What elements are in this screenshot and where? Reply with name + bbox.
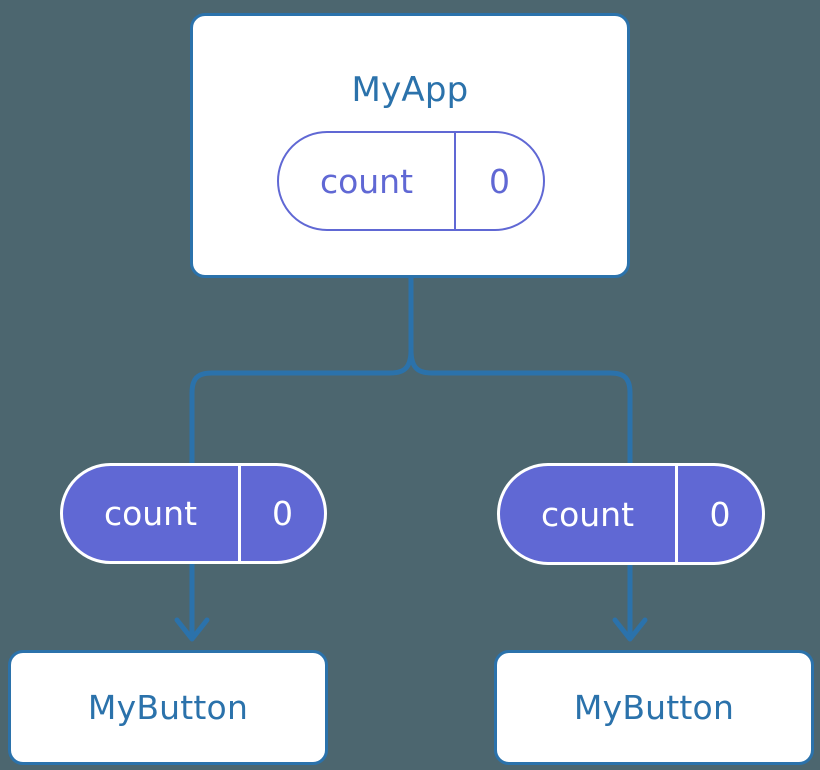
component-card-mybutton-left[interactable]: MyButton — [8, 650, 328, 765]
state-pill-key: count — [319, 161, 414, 201]
connector-branch-left — [189, 347, 414, 466]
prop-pill-value: 0 — [238, 466, 324, 561]
prop-pill-key: count — [103, 494, 198, 533]
state-pill-myapp-count[interactable]: count 0 — [277, 131, 545, 231]
prop-pill-left-count[interactable]: count 0 — [60, 463, 327, 564]
component-name-mybutton: MyButton — [87, 688, 249, 727]
component-card-mybutton-right[interactable]: MyButton — [494, 650, 814, 765]
state-pill-value: 0 — [454, 133, 543, 229]
prop-pill-key: count — [540, 494, 635, 534]
connector-branch-right — [408, 347, 633, 466]
arrow-down-icon-right — [612, 617, 648, 642]
arrow-down-icon-left — [174, 617, 210, 642]
component-name-myapp: MyApp — [351, 70, 469, 110]
component-name-mybutton: MyButton — [573, 688, 735, 727]
prop-pill-right-count[interactable]: count 0 — [497, 463, 765, 565]
prop-pill-value: 0 — [675, 466, 762, 562]
